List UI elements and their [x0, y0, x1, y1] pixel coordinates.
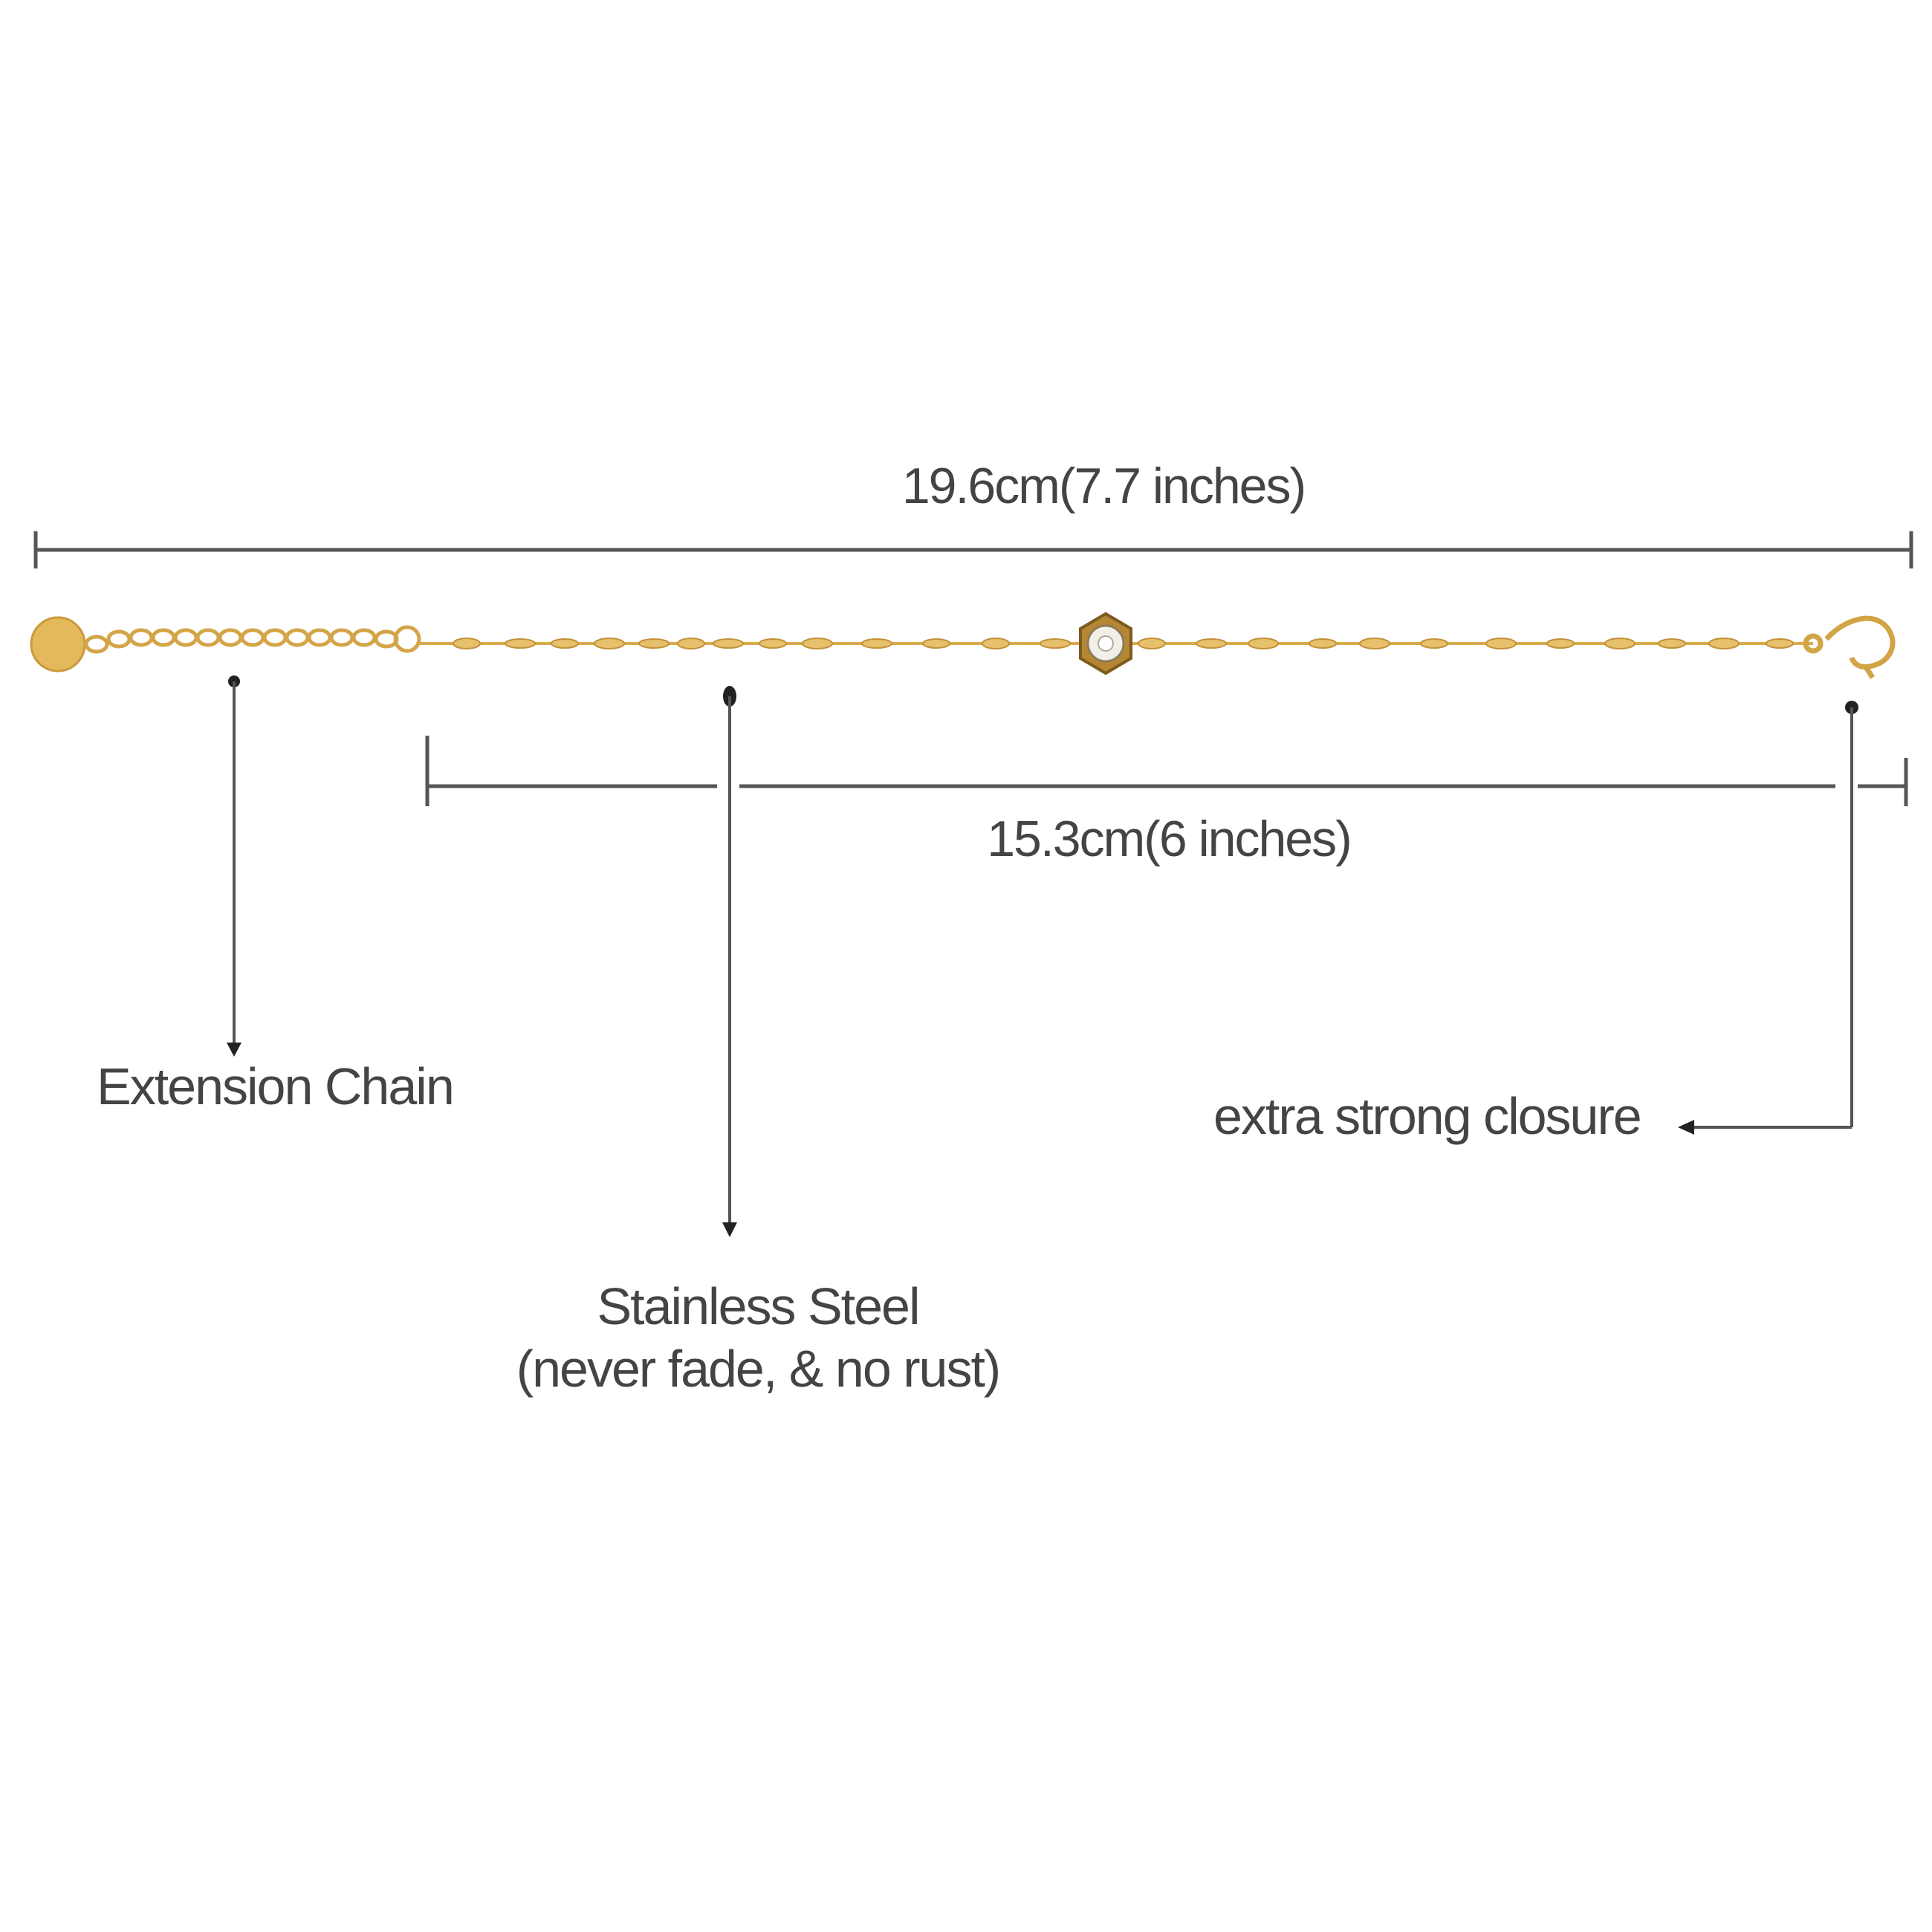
chain-links — [453, 638, 1794, 649]
main-length-label: 15.3cm(6 inches) — [987, 811, 1352, 867]
steel-pointer — [722, 686, 737, 1237]
total-dimension-line — [33, 531, 1913, 568]
total-length-label: 19.6cm(7.7 inches) — [901, 458, 1306, 514]
material-label-line1: Stainless Steel — [597, 1277, 920, 1335]
bracelet — [30, 612, 1896, 679]
lobster-clasp — [1803, 615, 1896, 679]
closure-pointer — [1678, 701, 1858, 1135]
main-dimension-line — [425, 736, 1908, 806]
extension-pointer — [227, 675, 242, 1057]
extension-chain-label: Extension Chain — [97, 1057, 455, 1115]
hexagon-charm — [1079, 612, 1132, 675]
closure-label: extra strong closure — [1213, 1087, 1642, 1145]
extension-chain — [84, 625, 421, 654]
material-label-line2: (never fade, & no rust) — [516, 1340, 1001, 1398]
material-label: Stainless Steel (never fade, & no rust) — [386, 1275, 1129, 1400]
tag-charm — [30, 616, 86, 672]
